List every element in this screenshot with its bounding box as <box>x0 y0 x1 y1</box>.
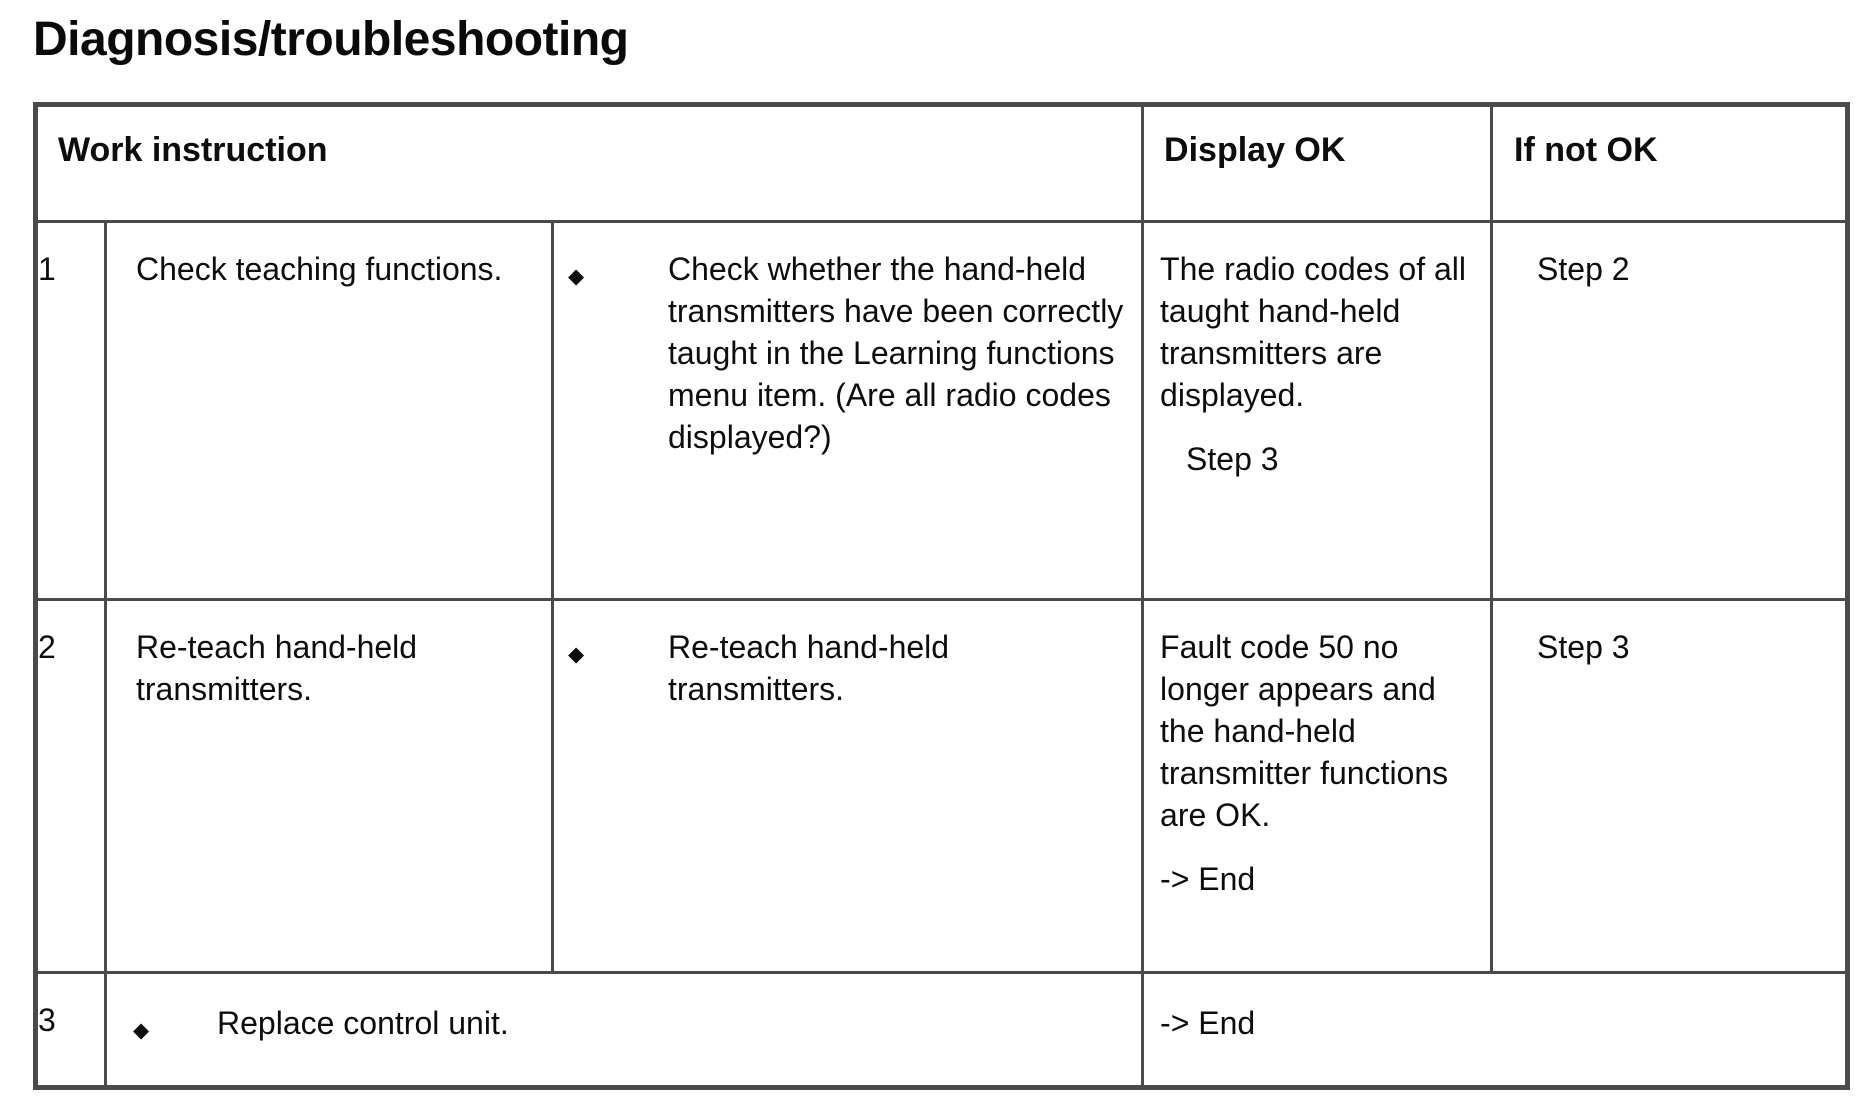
diamond-bullet-icon: ◆ <box>568 265 585 288</box>
header-work-instruction: Work instruction <box>33 103 1145 223</box>
page-title: Diagnosis/troubleshooting <box>33 13 629 66</box>
table-header-row: Work instruction Display OK If not OK <box>33 103 1850 223</box>
display-ok-text: The radio codes of all taught hand-held … <box>1160 251 1466 413</box>
if-not-ok-cell: Step 3 <box>1490 598 1850 974</box>
task-detail-text: Replace control unit. <box>217 1005 509 1041</box>
task-detail-cell: ◆ Replace control unit. <box>103 971 1145 1089</box>
display-ok-cell: Fault code 50 no longer appears and the … <box>1141 598 1494 974</box>
task-detail-cell: ◆ Check whether the hand-held transmitte… <box>550 220 1145 601</box>
diamond-bullet-icon: ◆ <box>568 643 585 666</box>
step-number: 3 <box>34 971 107 1089</box>
table-row: 2 Re-teach hand-held transmitters. ◆ Re-… <box>34 598 1850 974</box>
display-ok-next-step: -> End <box>1160 861 1256 897</box>
header-if-not-ok: If not OK <box>1490 103 1850 223</box>
display-ok-cell: -> End <box>1141 971 1850 1089</box>
diamond-bullet-icon: ◆ <box>133 1019 150 1042</box>
task-summary: Check teaching functions. <box>104 220 554 601</box>
if-not-ok-cell: Step 2 <box>1490 220 1850 601</box>
table-row: 1 Check teaching functions. ◆ Check whet… <box>34 220 1850 601</box>
display-ok-cell: The radio codes of all taught hand-held … <box>1141 220 1494 601</box>
troubleshooting-table: Work instruction Display OK If not OK 1 … <box>33 102 1851 1090</box>
task-detail-cell: ◆ Re-teach hand-held transmitters. <box>550 598 1145 974</box>
task-detail-text: Re-teach hand-held transmitters. <box>668 629 950 707</box>
task-detail-text: Check whether the hand-held transmitters… <box>668 251 1124 455</box>
task-summary: Re-teach hand-held transmitters. <box>104 598 554 974</box>
display-ok-text: Fault code 50 no longer appears and the … <box>1160 629 1449 833</box>
header-display-ok: Display OK <box>1141 103 1494 223</box>
step-number: 2 <box>34 598 107 974</box>
step-number: 1 <box>34 220 107 601</box>
display-ok-next-step: Step 3 <box>1186 441 1279 477</box>
table-row: 3 ◆ Replace control unit. -> End <box>34 971 1850 1089</box>
